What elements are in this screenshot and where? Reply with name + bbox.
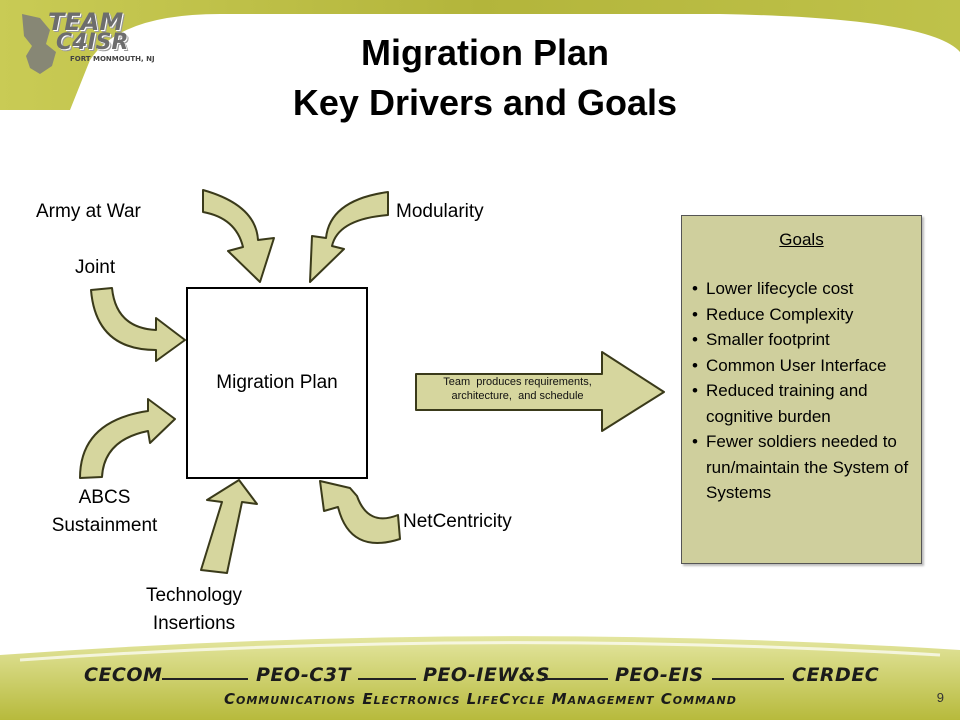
migration-plan-box: Migration Plan (186, 287, 368, 479)
output-arrow-text: Team produces requirements, architecture… (410, 375, 625, 403)
abcs-line2: Sustainment (51, 515, 158, 536)
logo-line2: C4ISR (56, 30, 129, 55)
abcs-line1: ABCS (78, 487, 131, 508)
page-number: 9 (936, 690, 944, 705)
footer-command: Communications Electronics LifeCycle Man… (224, 690, 737, 708)
footer-org-peo-c3t: PEO-C3T (256, 664, 351, 686)
arrow-abcs (79, 398, 176, 479)
label-army-at-war: Army at War (36, 201, 141, 222)
goal-item: Smaller footprint (688, 327, 918, 353)
footer-divider (542, 678, 608, 680)
logo-line1: TEAM (48, 8, 124, 36)
label-netcentricity: NetCentricity (403, 511, 512, 532)
footer-divider (162, 678, 248, 680)
title-line2: Key Drivers and Goals (292, 82, 678, 123)
arrow-joint (90, 287, 186, 362)
tech-line2: Insertions (152, 613, 236, 634)
footer-divider (712, 678, 784, 680)
goals-list: Lower lifecycle cost Reduce Complexity S… (688, 276, 918, 506)
goal-item: Reduce Complexity (688, 302, 918, 328)
label-technology-insertions: Technology Insertions (124, 582, 264, 638)
arrow-netcentricity (319, 480, 401, 544)
goal-item: Fewer soldiers needed to run/maintain th… (688, 429, 918, 506)
label-joint: Joint (75, 257, 116, 278)
goals-title: Goals (779, 230, 824, 249)
footer-org-peo-eis: PEO-EIS (615, 664, 704, 686)
output-arrow-line2: architecture, and schedule (451, 390, 584, 402)
tech-line1: Technology (145, 585, 243, 606)
footer-org-cerdec: CERDEC (792, 664, 880, 686)
migration-plan-label: Migration Plan (216, 372, 338, 393)
goal-item: Common User Interface (688, 353, 918, 379)
arrow-modularity (309, 191, 389, 283)
label-modularity: Modularity (396, 201, 484, 222)
arrow-output (415, 351, 665, 432)
footer-divider (358, 678, 416, 680)
output-arrow-line1: Team produces requirements, (443, 376, 592, 388)
goal-item: Lower lifecycle cost (688, 276, 918, 302)
footer-org-cecom: CECOM (84, 664, 163, 686)
goals-box: Goals Lower lifecycle cost Reduce Comple… (681, 215, 922, 564)
title-line1: Migration Plan (360, 32, 609, 73)
footer-org-peo-iews: PEO-IEW&S (423, 664, 551, 686)
slide-title: Migration Plan Key Drivers and Goals (140, 28, 830, 128)
label-abcs-sustainment: ABCS Sustainment (32, 484, 177, 540)
goal-item: Reduced training and cognitive burden (688, 378, 918, 429)
logo-line3: FORT MONMOUTH, NJ (70, 55, 155, 63)
arrow-technology (200, 479, 258, 574)
arrow-army-at-war (202, 189, 275, 283)
